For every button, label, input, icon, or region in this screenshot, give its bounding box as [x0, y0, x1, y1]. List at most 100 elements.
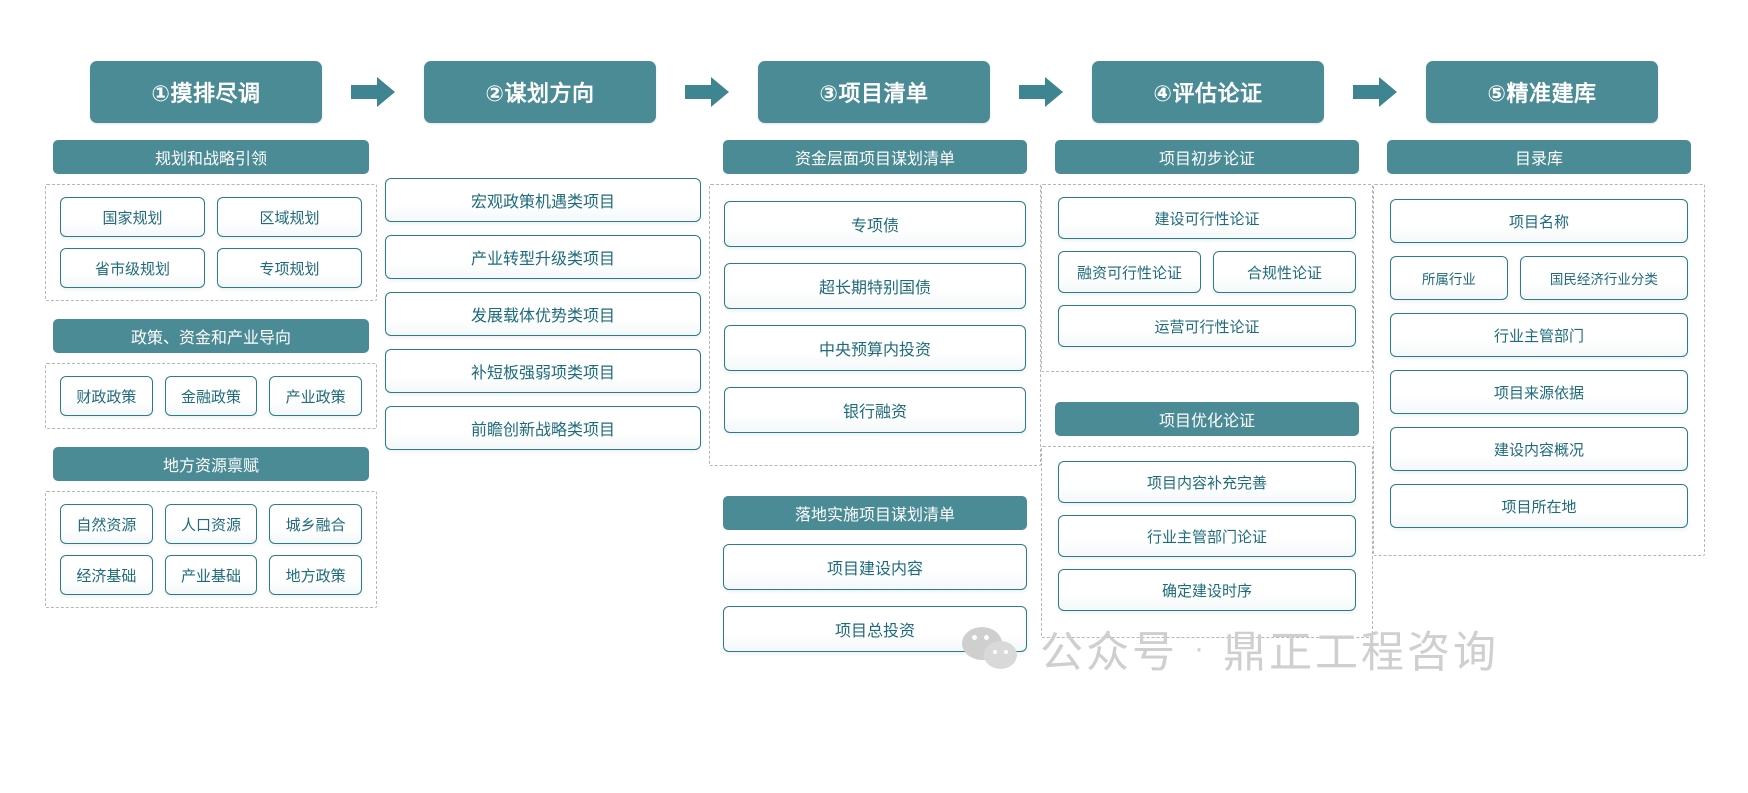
item-cell[interactable]: 项目建设内容: [723, 544, 1027, 590]
group-preliminary-appraisal: 项目初步论证 建设可行性论证 融资可行性论证 合规性论证 运营可行性论证: [1041, 140, 1373, 372]
group-funding-project-list: 资金层面项目谋划清单 专项债 超长期特别国债 中央预算内投资 银行融资: [709, 140, 1041, 466]
wechat-eye: [993, 650, 997, 654]
group-title: 资金层面项目谋划清单: [723, 140, 1027, 174]
item-cell[interactable]: 国家规划: [60, 197, 205, 237]
item-cell[interactable]: 省市级规划: [60, 248, 205, 288]
arrow-gap-2: [656, 77, 758, 107]
cell-row: 建设可行性论证: [1058, 197, 1356, 239]
arrow-shaft: [685, 85, 711, 99]
item-cell[interactable]: 银行融资: [724, 387, 1026, 433]
stage-header-2[interactable]: ②谋划方向: [424, 61, 656, 123]
wechat-bubble-small: [984, 641, 1017, 669]
cell-row: 项目所在地: [1390, 484, 1688, 528]
column-3: 资金层面项目谋划清单 专项债 超长期特别国债 中央预算内投资 银行融资: [709, 140, 1041, 690]
cell-row: 经济基础 产业基础 地方政策: [60, 555, 363, 595]
item-cell[interactable]: 经济基础: [60, 555, 153, 595]
stage-header-5[interactable]: ⑤精准建库: [1426, 61, 1658, 123]
item-cell[interactable]: 确定建设时序: [1058, 569, 1356, 611]
arrow-head: [1045, 77, 1063, 107]
item-cell[interactable]: 金融政策: [164, 376, 258, 416]
arrow-head: [377, 77, 395, 107]
group-title: 目录库: [1387, 140, 1691, 174]
item-cell[interactable]: 国民经济行业分类: [1519, 256, 1688, 300]
group-body: 财政政策 金融政策 产业政策: [45, 363, 377, 429]
item-cell[interactable]: 行业主管部门: [1390, 313, 1688, 357]
item-cell[interactable]: 产业基础: [164, 555, 258, 595]
group-title: 项目优化论证: [1055, 402, 1359, 436]
item-cell[interactable]: 融资可行性论证: [1058, 251, 1201, 293]
arrow-shaft: [1019, 85, 1045, 99]
group-body: 建设可行性论证 融资可行性论证 合规性论证 运营可行性论证: [1041, 184, 1373, 372]
watermark-account-name: 鼎正工程咨询: [1223, 629, 1499, 677]
group-catalog-library: 目录库 项目名称 所属行业 国民经济行业分类 行业主管部门 项目来源依据: [1373, 140, 1705, 556]
item-cell[interactable]: 前瞻创新战略类项目: [385, 406, 701, 450]
item-cell[interactable]: 合规性论证: [1213, 251, 1356, 293]
stage-header-1[interactable]: ①摸排尽调: [90, 61, 322, 123]
group-policy-funding-industry: 政策、资金和产业导向 财政政策 金融政策 产业政策: [45, 319, 377, 429]
cell-row: 运营可行性论证: [1058, 305, 1356, 347]
item-cell[interactable]: 所属行业: [1390, 256, 1508, 300]
arrow-head: [1379, 77, 1397, 107]
item-cell[interactable]: 运营可行性论证: [1058, 305, 1356, 347]
item-cell[interactable]: 项目名称: [1390, 199, 1688, 243]
item-cell[interactable]: 产业政策: [269, 376, 363, 416]
stage-header-row: ①摸排尽调 ②谋划方向 ③项目清单 ④评估论证: [0, 60, 1748, 124]
item-cell[interactable]: 建设可行性论证: [1058, 197, 1356, 239]
group-body: 专项债 超长期特别国债 中央预算内投资 银行融资: [709, 184, 1041, 466]
arrow-right-icon-1: [351, 77, 395, 107]
item-cell[interactable]: 项目来源依据: [1390, 370, 1688, 414]
group-body: 国家规划 区域规划 省市级规划 专项规划: [45, 184, 377, 301]
stage-header-4[interactable]: ④评估论证: [1092, 61, 1324, 123]
item-cell[interactable]: 城乡融合: [269, 504, 363, 544]
item-cell[interactable]: 中央预算内投资: [724, 325, 1026, 371]
cell-row: 发展载体优势类项目: [385, 292, 701, 336]
arrow-shaft: [1353, 85, 1379, 99]
column-1: 规划和战略引领 国家规划 区域规划 省市级规划 专项规划 政策、资金和产业导向: [45, 140, 377, 626]
cell-row: 所属行业 国民经济行业分类: [1390, 256, 1688, 300]
item-cell[interactable]: 人口资源: [164, 504, 258, 544]
cell-row: 国家规划 区域规划: [60, 197, 362, 237]
arrow-shaft: [351, 85, 377, 99]
group-title: 规划和战略引领: [53, 140, 369, 174]
item-cell[interactable]: 自然资源: [60, 504, 153, 544]
wechat-icon: [962, 625, 1024, 673]
watermark-prefix: 公众号: [1040, 629, 1178, 677]
item-cell[interactable]: 项目所在地: [1390, 484, 1688, 528]
wechat-eye: [984, 635, 989, 640]
arrow-right-icon-2: [685, 77, 729, 107]
columns-container: 规划和战略引领 国家规划 区域规划 省市级规划 专项规划 政策、资金和产业导向: [0, 140, 1748, 690]
item-cell[interactable]: 超长期特别国债: [724, 263, 1026, 309]
item-cell[interactable]: 建设内容概况: [1390, 427, 1688, 471]
group-body: 项目名称 所属行业 国民经济行业分类 行业主管部门 项目来源依据 建设内容概况: [1373, 184, 1705, 556]
group-title: 落地实施项目谋划清单: [723, 496, 1027, 530]
arrow-head: [711, 77, 729, 107]
item-cell[interactable]: 地方政策: [269, 555, 363, 595]
cell-row: 确定建设时序: [1058, 569, 1356, 611]
stage-header-3[interactable]: ③项目清单: [758, 61, 990, 123]
cell-row: 宏观政策机遇类项目: [385, 178, 701, 222]
column-5: 目录库 项目名称 所属行业 国民经济行业分类 行业主管部门 项目来源依据: [1373, 140, 1705, 574]
cell-row: 项目建设内容: [723, 544, 1027, 590]
item-cell[interactable]: 宏观政策机遇类项目: [385, 178, 701, 222]
cell-row: 行业主管部门论证: [1058, 515, 1356, 557]
cell-row: 银行融资: [724, 387, 1026, 433]
item-cell[interactable]: 财政政策: [60, 376, 153, 416]
group-optimization-appraisal: 项目优化论证 项目内容补充完善 行业主管部门论证 确定建设时序: [1041, 402, 1373, 638]
item-cell[interactable]: 发展载体优势类项目: [385, 292, 701, 336]
arrow-right-icon-3: [1019, 77, 1063, 107]
column-4: 项目初步论证 建设可行性论证 融资可行性论证 合规性论证 运营可行性论证 项目优…: [1041, 140, 1373, 656]
item-cell[interactable]: 专项规划: [217, 248, 362, 288]
item-cell[interactable]: 行业主管部门论证: [1058, 515, 1356, 557]
item-cell[interactable]: 补短板强弱项类项目: [385, 349, 701, 393]
item-cell[interactable]: 项目内容补充完善: [1058, 461, 1356, 503]
watermark-separator: ·: [1194, 632, 1207, 665]
item-cell[interactable]: 产业转型升级类项目: [385, 235, 701, 279]
item-cell[interactable]: 区域规划: [217, 197, 362, 237]
wechat-eye: [972, 635, 977, 640]
cell-row: 超长期特别国债: [724, 263, 1026, 309]
item-cell[interactable]: 专项债: [724, 201, 1026, 247]
arrow-gap-4: [1324, 77, 1426, 107]
group-planning-strategy: 规划和战略引领 国家规划 区域规划 省市级规划 专项规划: [45, 140, 377, 301]
column-2: 宏观政策机遇类项目 产业转型升级类项目 发展载体优势类项目 补短板强弱项类项目 …: [377, 140, 709, 481]
